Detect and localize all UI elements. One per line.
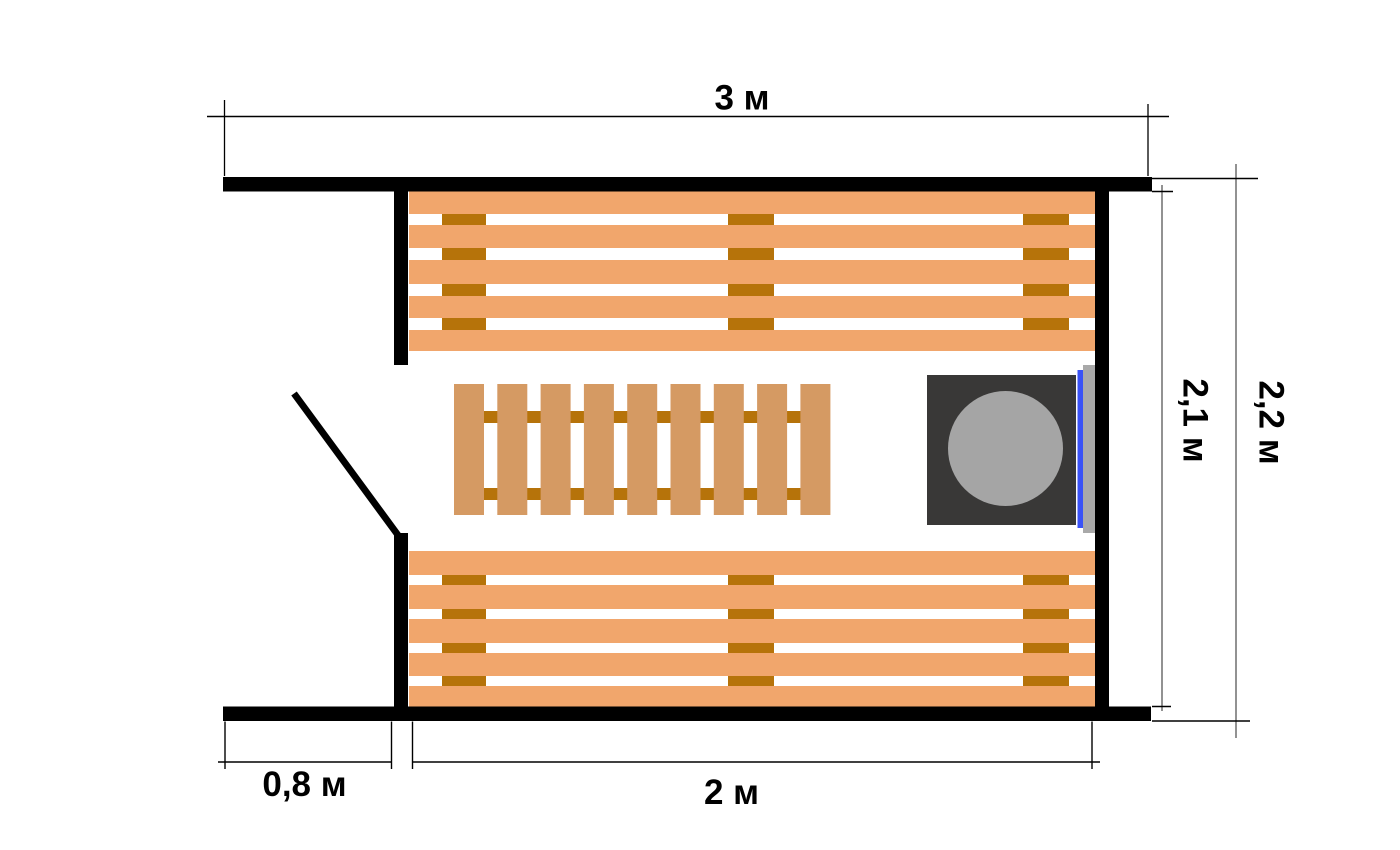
svg-text:0,8 м: 0,8 м — [262, 765, 346, 804]
svg-text:2 м: 2 м — [704, 773, 759, 812]
svg-text:2,2 м: 2,2 м — [1252, 380, 1291, 464]
svg-text:3 м: 3 м — [714, 79, 769, 118]
svg-text:2,1 м: 2,1 м — [1176, 378, 1215, 462]
